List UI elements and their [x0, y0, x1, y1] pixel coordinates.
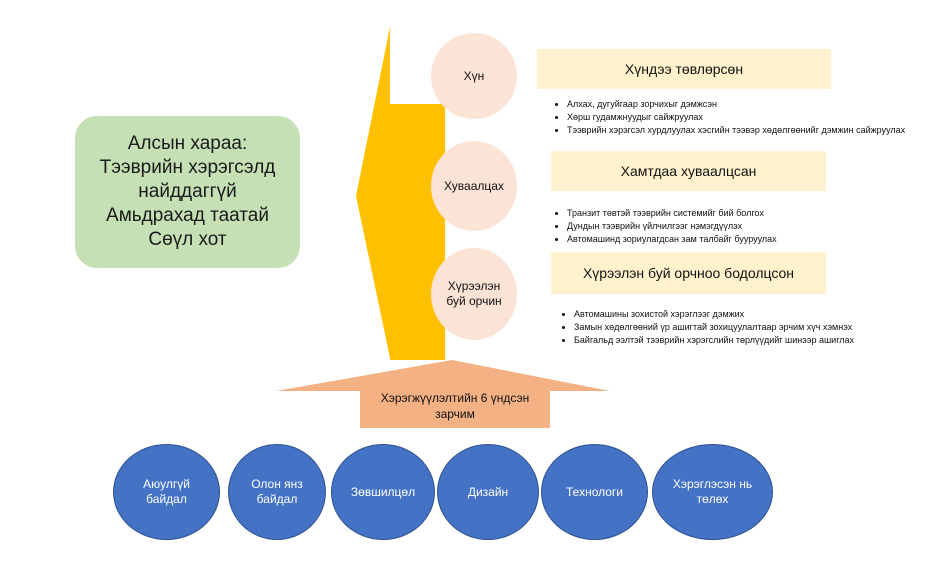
bullet-item: Тээврийн хэрэгсэл хурдлуулах хэсгийн тээ…	[567, 124, 931, 137]
area-title-label: Хамтдаа хуваалцсан	[620, 163, 757, 179]
area-title-label: Хүрээлэн буй орчноо бодолцсон	[582, 265, 795, 281]
vision-label: Алсын хараа:	[127, 133, 248, 154]
area-title-people: Хүндээ төвлөрсөн	[537, 49, 831, 89]
principle-label: Хэрэглэсэн нь төлөх	[672, 477, 753, 506]
area-title-sharing: Хамтдаа хуваалцсан	[551, 151, 826, 191]
principle-label: Зөвшилцөл	[350, 484, 416, 499]
bullet-item: Байгальд ээлтэй тээврийн хэрэгслийн төрл…	[574, 334, 943, 347]
principle-circle: Хэрэглэсэн нь төлөх	[652, 444, 773, 540]
area-circle-environment: Хүрээлэн буй орчин	[431, 248, 517, 340]
area-circle-label: Хүн	[463, 68, 485, 83]
big-left-arrow-shape	[356, 27, 445, 360]
base-up-arrow-shape	[276, 360, 610, 428]
bullet-item: Транзит төвтэй тээврийн системийг бий бо…	[567, 207, 931, 220]
bullet-item: Автомашинд зориулагдсан зам талбайг буур…	[567, 233, 931, 246]
area-circle-label: Хүрээлэн буй орчин	[446, 279, 502, 308]
principle-label: Олон янз байдал	[251, 477, 303, 506]
area-circle-people: Хүн	[431, 33, 517, 119]
principle-circle: Олон янз байдал	[228, 444, 326, 540]
area-circle-sharing: Хуваалцах	[431, 141, 517, 231]
bullet-item: Дундын тээврийн үйлчилгээг нэмэгдүүлэх	[567, 220, 931, 233]
area-bullets-environment: Автомашины зохистой хэрэглээг дэмжих Зам…	[558, 308, 943, 347]
bullet-item: Алхах, дугуйгаар зорчихыг дэмжсэн	[567, 98, 931, 111]
base-label: Хэрэгжүүлэлтийн 6 үндсэн зарчим	[380, 391, 530, 421]
principle-circle: Аюулгүй байдал	[113, 444, 220, 540]
bullet-item: Хөрш гудамжнуудыг сайжруулах	[567, 111, 931, 124]
principle-circle: Технологи	[541, 444, 648, 540]
vision-text: Тээврийн хэрэгсэлд найддаггүй Амьдрахад …	[99, 157, 276, 250]
area-title-environment: Хүрээлэн буй орчноо бодолцсон	[551, 252, 826, 294]
principle-label: Дизайн	[467, 484, 509, 499]
bullet-item: Замын хөдөлгөөний үр ашигтай зохицуулалт…	[574, 321, 943, 334]
area-bullets-sharing: Транзит төвтэй тээврийн системийг бий бо…	[551, 207, 931, 246]
principle-label: Аюулгүй байдал	[143, 477, 190, 506]
area-circle-label: Хуваалцах	[444, 178, 504, 193]
principle-circle: Зөвшилцөл	[331, 444, 435, 540]
bullet-item: Автомашины зохистой хэрэглээг дэмжих	[574, 308, 943, 321]
principle-circle: Дизайн	[437, 444, 539, 540]
vision-box: Алсын хараа: Тээврийн хэрэгсэлд найддагг…	[75, 116, 300, 268]
area-bullets-people: Алхах, дугуйгаар зорчихыг дэмжсэн Хөрш г…	[551, 98, 931, 137]
area-title-label: Хүндээ төвлөрсөн	[624, 61, 744, 77]
principle-label: Технологи	[566, 484, 623, 499]
